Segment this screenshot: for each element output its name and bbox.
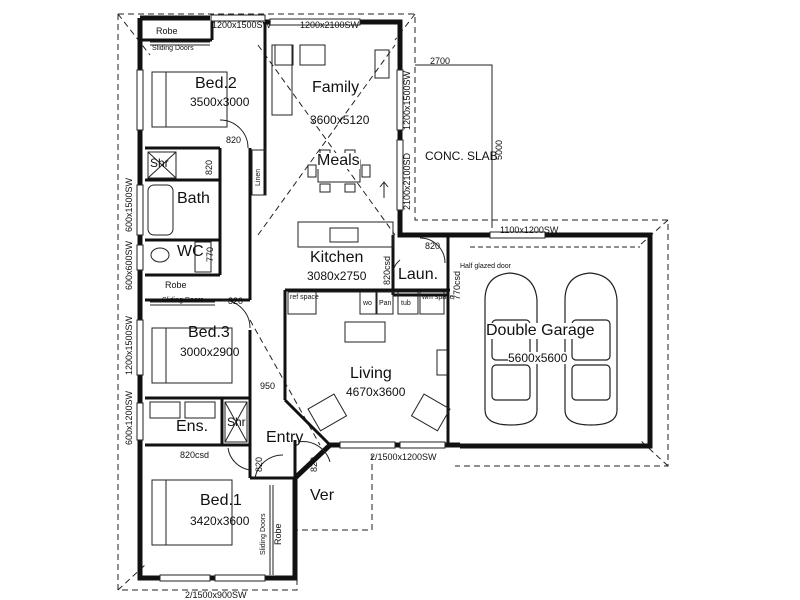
bed2-name: Bed.2 — [195, 75, 237, 92]
garage-size: 5600x5600 — [508, 351, 568, 365]
bed3-name: Bed.3 — [188, 324, 230, 341]
window-ens-dim: 600x1200SW — [124, 390, 134, 445]
tub-label: tub — [401, 300, 411, 307]
bed-furniture — [151, 71, 233, 546]
robe-top-label: Robe — [156, 26, 178, 36]
verandah-name: Ver — [310, 487, 335, 504]
living-size: 4670x3600 — [346, 385, 406, 399]
door-family-right-dim: 2100x2100SD — [402, 152, 412, 210]
window-top-2-dim: 1200x2100SW — [300, 20, 360, 30]
window-bed3-dim: 1200x1500SW — [124, 315, 134, 375]
cars — [484, 272, 618, 426]
door-entry-dim: 820 — [309, 456, 319, 472]
shr-ens-name: Shr — [227, 415, 246, 429]
window-top-1-dim: 1200x1500SW — [212, 20, 272, 30]
linen-label: Linen — [255, 168, 262, 186]
bed2-size: 3500x3000 — [190, 95, 250, 109]
wc-name: WC — [177, 243, 204, 260]
door-kitchen-laundry-dim: 820csd — [382, 255, 392, 285]
laundry-name: Laun. — [398, 266, 439, 283]
sliding-doors-mid-label: Sliding Doors — [162, 297, 204, 304]
windows — [136, 14, 546, 582]
kitchen-name: Kitchen — [310, 249, 364, 266]
bed1-name: Bed.1 — [200, 492, 242, 509]
door-laundry-garage-dim: 770csd — [452, 270, 462, 300]
pantry-label: Pan — [379, 300, 392, 307]
window-bath-dim: 600x1500SW — [124, 177, 134, 232]
living-name: Living — [350, 365, 392, 382]
slab-depth-dim: 5000 — [494, 139, 504, 160]
half-glazed-door-label: Half glazed door — [460, 263, 511, 270]
ref-space-label: ref space — [290, 294, 319, 301]
concrete-slab-outline — [415, 64, 493, 228]
door-shr-dim: 820 — [204, 159, 214, 175]
family-size: 3600x5120 — [310, 113, 370, 127]
slab-width-dim: 2700 — [430, 56, 451, 66]
wall-oven-label: wo — [363, 300, 372, 307]
arrow-up-icon — [379, 181, 389, 198]
meals-name: Meals — [317, 152, 360, 169]
internal-walls — [140, 18, 450, 480]
window-wc-dim: 600x600SW — [124, 240, 134, 290]
robe-bed1-label: Robe — [273, 523, 283, 545]
family-name: Family — [312, 79, 360, 96]
window-living-bottom-dim: 2/1500x1200SW — [370, 452, 437, 462]
door-bed2-dim: 820 — [226, 135, 242, 145]
garage-name: Double Garage — [486, 322, 595, 339]
bathroom-fixtures — [147, 149, 267, 443]
robe-mid-label: Robe — [165, 280, 187, 290]
bed3-size: 3000x2900 — [180, 345, 240, 359]
door-bed1-dim: 820 — [254, 456, 264, 472]
conc-slab-label: CONC. SLAB — [425, 149, 498, 163]
kitchen-fixtures — [287, 221, 448, 315]
bed1-size: 3420x3600 — [190, 514, 250, 528]
door-ens-dim: 820csd — [180, 450, 210, 460]
bath-name: Bath — [177, 190, 210, 207]
sliding-doors-top-label: Sliding Doors — [152, 45, 194, 52]
ens-name: Ens. — [176, 418, 209, 435]
door-wc-dim: 770 — [205, 246, 215, 262]
door-laundry-top-dim: 820 — [425, 241, 441, 251]
window-family-right-dim: 1200x1500SW — [402, 70, 412, 130]
window-bed1-bottom-dim: 2/1500x900SW — [185, 590, 247, 600]
window-garage-dim: 1100x1200SW — [500, 225, 559, 235]
kitchen-size: 3080x2750 — [307, 269, 367, 283]
entry-name: Entry — [266, 429, 304, 446]
hall-width-dim: 950 — [260, 381, 276, 391]
wm-space-label: wm space — [422, 294, 454, 301]
door-swings — [219, 119, 446, 479]
shr-top-name: Shr — [150, 156, 169, 170]
robe-sliding-doors — [150, 41, 274, 575]
sliding-doors-bed1-label: Sliding Doors — [260, 513, 267, 555]
door-bed3-dim: 820 — [228, 296, 244, 306]
